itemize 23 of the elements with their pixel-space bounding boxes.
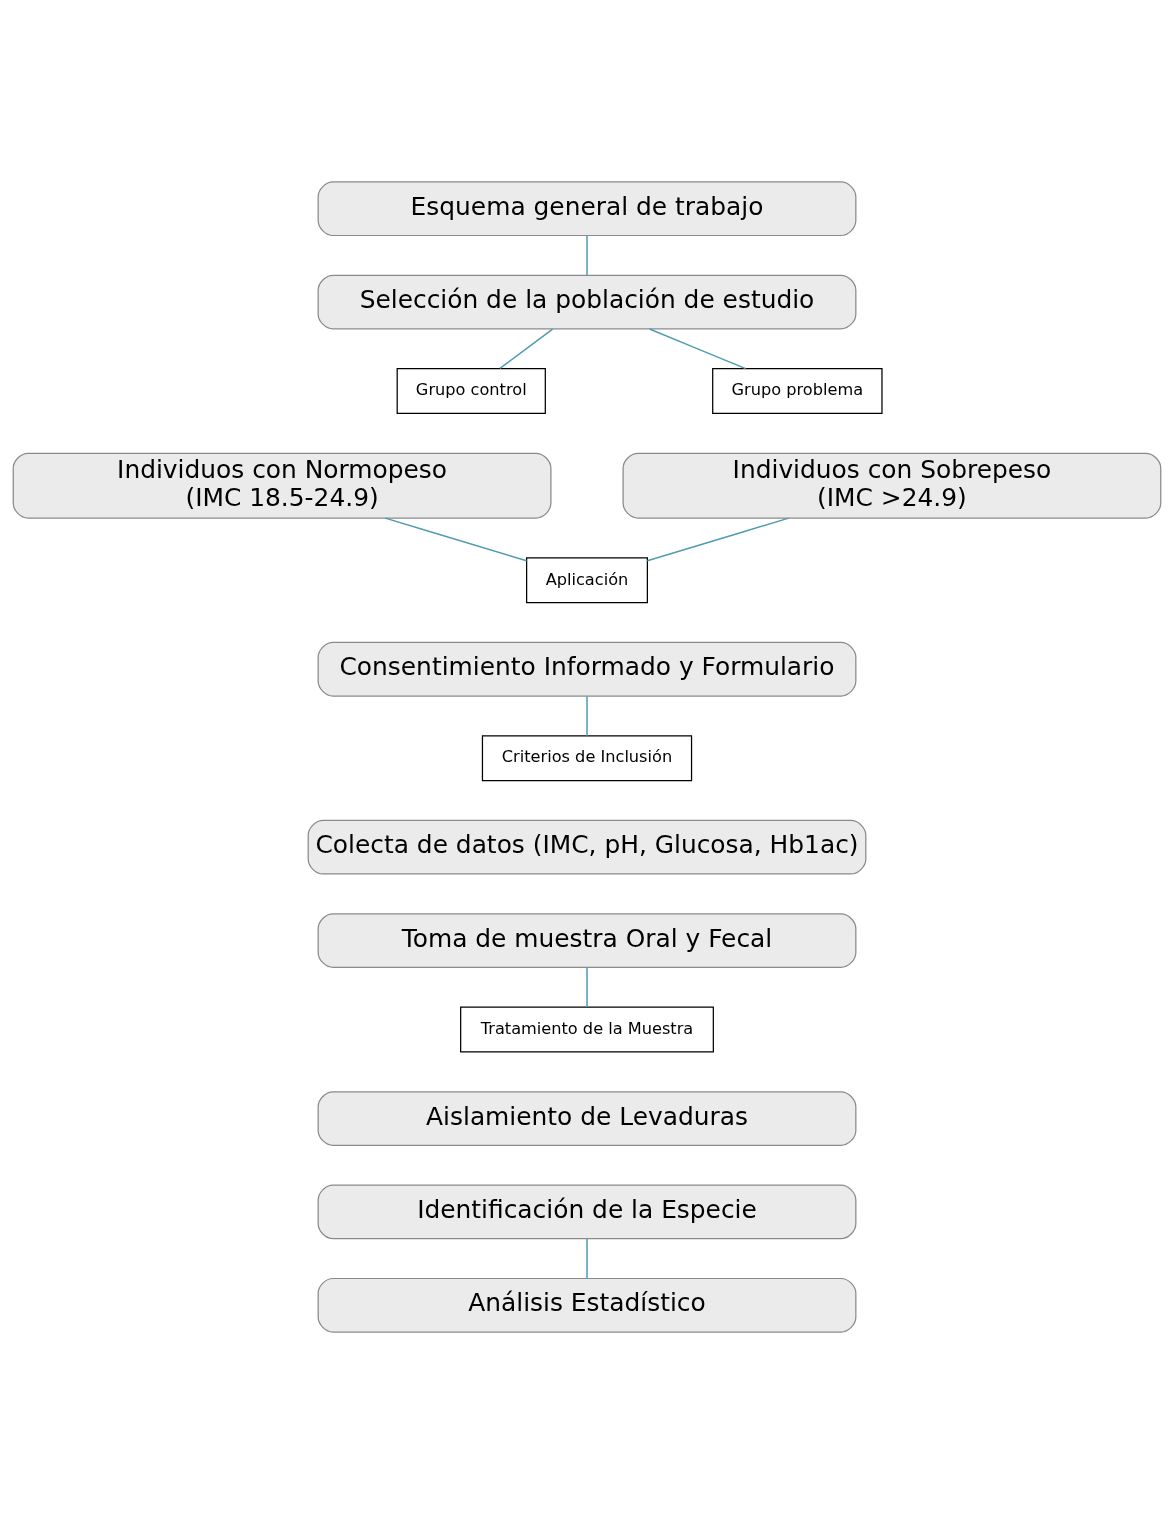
node-box: Identificación de la Especie	[317, 1184, 857, 1240]
node-box: Colecta de datos (IMC, pH, Glucosa, Hb1ac)	[307, 819, 867, 875]
connector	[586, 1238, 588, 1280]
node-box: Selección de la población de estudio	[317, 274, 857, 330]
node-box: Consentimiento Informado y Formulario	[317, 641, 857, 697]
node-box: Grupo problema	[712, 368, 883, 415]
node-box: Grupo control	[396, 368, 546, 415]
node-box: Toma de muestra Oral y Fecal	[317, 913, 857, 968]
connector	[586, 235, 588, 277]
node-box: Criterios de Inclusión	[481, 735, 693, 782]
node-box: Individuos con Sobrepeso (IMC >24.9)	[622, 452, 1162, 519]
connector	[646, 517, 790, 562]
node-box: Aislamiento de Levaduras	[317, 1091, 857, 1146]
connector	[586, 967, 588, 1008]
node-box: Aplicación	[526, 557, 648, 604]
connector	[499, 328, 554, 370]
node-box: Esquema general de trabajo	[317, 181, 857, 237]
connector	[384, 517, 528, 562]
connector	[648, 328, 747, 370]
node-box: Individuos con Normopeso (IMC 18.5-24.9)	[12, 452, 552, 519]
connector	[586, 695, 588, 737]
node-box: Tratamiento de la Muestra	[460, 1006, 714, 1053]
node-box: Análisis Estadístico	[317, 1277, 857, 1333]
